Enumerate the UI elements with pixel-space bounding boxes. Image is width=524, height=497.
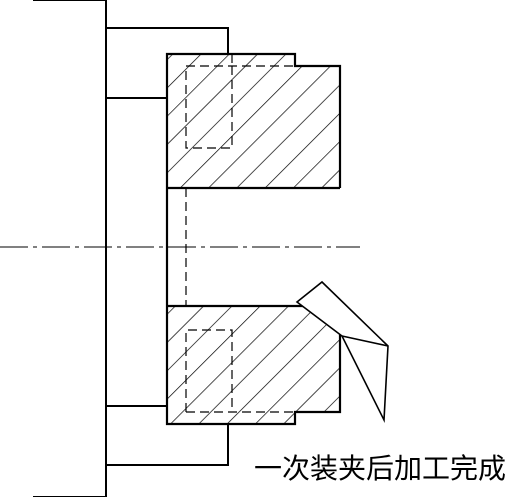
chuck-body — [33, 0, 107, 497]
chuck-jaw-bottom — [106, 405, 229, 466]
diagram-caption: 一次装夹后加工完成 — [254, 452, 506, 485]
workpiece-upper-section — [165, 52, 342, 188]
workpiece-lower-section — [165, 306, 342, 426]
cutting-tool — [295, 280, 389, 424]
chuck-jaw-top — [106, 27, 229, 99]
